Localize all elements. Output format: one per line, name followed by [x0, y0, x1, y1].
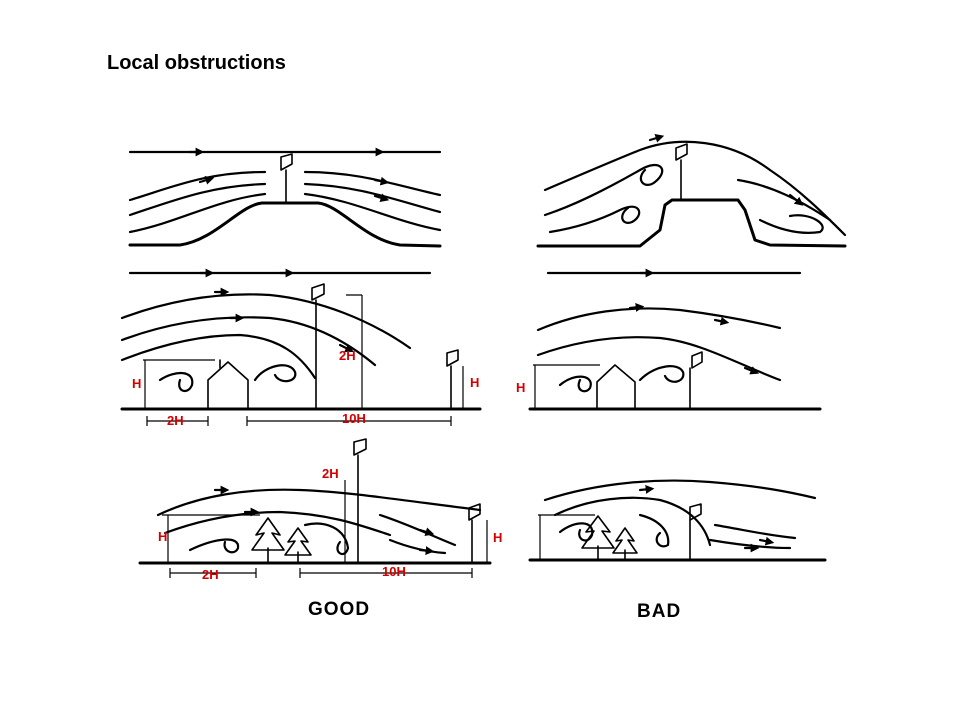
- slide-title: Local obstructions: [107, 52, 286, 74]
- tree-setback-label: 2H: [202, 567, 219, 582]
- tree-downwind-label: 10H: [382, 564, 406, 579]
- tower-height-label: H: [470, 375, 479, 390]
- bad-building-height-label: H: [516, 380, 525, 395]
- dimension-labels: H 2H 2H 10H H H H 2H 2H 10H H: [132, 348, 525, 582]
- tree-tower-height-label: H: [493, 530, 502, 545]
- trees-good-panel: [138, 438, 492, 578]
- trees-bad-panel: [528, 479, 827, 562]
- building-downwind-label: 10H: [342, 411, 366, 426]
- smooth-hill-good-panel: [128, 147, 442, 248]
- building-height-label: H: [132, 376, 141, 391]
- building-bad-panel: [528, 268, 822, 411]
- tree-height-label: H: [158, 529, 167, 544]
- tree-tower-clearance-label: 2H: [322, 466, 339, 481]
- tower-clearance-label: 2H: [339, 348, 356, 363]
- bad-caption: BAD: [637, 601, 681, 622]
- building-setback-label: 2H: [167, 413, 184, 428]
- good-caption: GOOD: [308, 599, 370, 620]
- building-good-panel: [120, 268, 482, 426]
- steep-hill-bad-panel: [536, 134, 847, 248]
